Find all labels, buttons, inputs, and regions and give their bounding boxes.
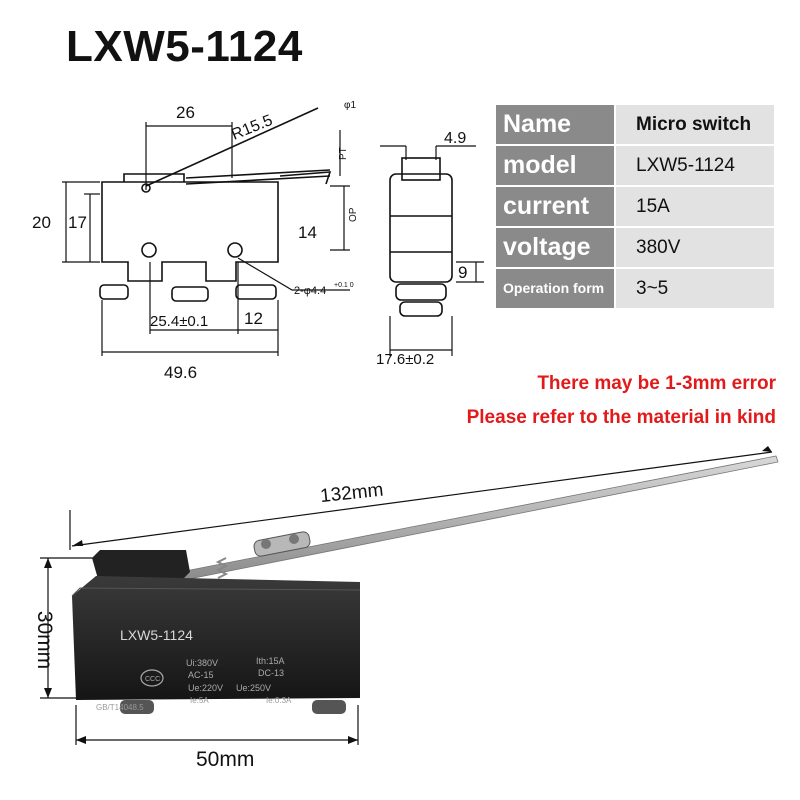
length-label: 132mm bbox=[319, 480, 384, 508]
body-label-ac: AC-15 bbox=[188, 670, 214, 680]
dim-12: 12 bbox=[244, 309, 263, 328]
dim-49: 4.9 bbox=[444, 130, 466, 147]
dim-pt: PT bbox=[338, 147, 349, 160]
height-label: 30mm bbox=[33, 611, 56, 669]
spec-value: LXW5-1124 bbox=[614, 144, 776, 187]
product-title: LXW5-1124 bbox=[66, 22, 303, 71]
dim-r155: R15.5 bbox=[229, 112, 275, 144]
spec-key: Name bbox=[494, 103, 616, 146]
body-label-ue2: Ue:250V bbox=[236, 683, 271, 693]
spec-row: Name Micro switch bbox=[494, 103, 776, 146]
error-note: There may be 1-3mm error bbox=[537, 373, 776, 394]
dim-hole-tol: +0.1 0 bbox=[334, 282, 354, 289]
technical-drawing: 26 R15.5 φ1 PT OP 20 17 14 25.4±0.1 12 4… bbox=[32, 100, 484, 382]
spec-key: current bbox=[494, 185, 616, 228]
body-label-dc: DC-13 bbox=[258, 668, 284, 678]
body-label-ith: Ith:15A bbox=[256, 656, 285, 666]
spec-value: 3~5 bbox=[614, 267, 776, 310]
body-label-ie1: Ie:5A bbox=[190, 696, 209, 705]
dim-hole: 2-φ4.4 bbox=[294, 285, 326, 297]
spec-value: 15A bbox=[614, 185, 776, 228]
body-label-ie2: Ie:0.3A bbox=[266, 696, 292, 705]
dim-9: 9 bbox=[458, 263, 467, 282]
spec-value: 380V bbox=[614, 226, 776, 269]
dim-254: 25.4±0.1 bbox=[150, 313, 208, 330]
product-photo: LXW5-1124 Ui:380V Ith:15A AC-15 DC-13 Ue… bbox=[33, 446, 779, 771]
dim-176: 17.6±0.2 bbox=[376, 351, 434, 368]
spec-row: Operation form 3~5 bbox=[494, 267, 776, 310]
dim-phi1: φ1 bbox=[344, 100, 356, 111]
spec-key: voltage bbox=[494, 226, 616, 269]
body-label-gb: GB/T14048.5 bbox=[96, 703, 144, 712]
spec-key: model bbox=[494, 144, 616, 187]
dim-17: 17 bbox=[68, 213, 87, 232]
ccc-mark bbox=[140, 669, 164, 687]
refer-note: Please refer to the material in kind bbox=[466, 407, 776, 428]
spec-table: Name Micro switch model LXW5-1124 curren… bbox=[494, 103, 776, 310]
spec-key: Operation form bbox=[494, 267, 616, 310]
spec-row: voltage 380V bbox=[494, 226, 776, 269]
spec-row: model LXW5-1124 bbox=[494, 144, 776, 187]
body-label-ui: Ui:380V bbox=[186, 658, 218, 668]
body-cert: CCC bbox=[145, 676, 160, 683]
body-label-ue1: Ue:220V bbox=[188, 683, 223, 693]
dim-14: 14 bbox=[298, 223, 317, 242]
dim-496: 49.6 bbox=[164, 363, 197, 382]
spec-value: Micro switch bbox=[614, 103, 776, 146]
dim-op: OP bbox=[348, 207, 359, 222]
width-label: 50mm bbox=[196, 748, 254, 771]
body-model: LXW5-1124 bbox=[120, 627, 193, 643]
dim-20: 20 bbox=[32, 213, 51, 232]
spec-row: current 15A bbox=[494, 185, 776, 228]
dim-26: 26 bbox=[176, 103, 195, 122]
